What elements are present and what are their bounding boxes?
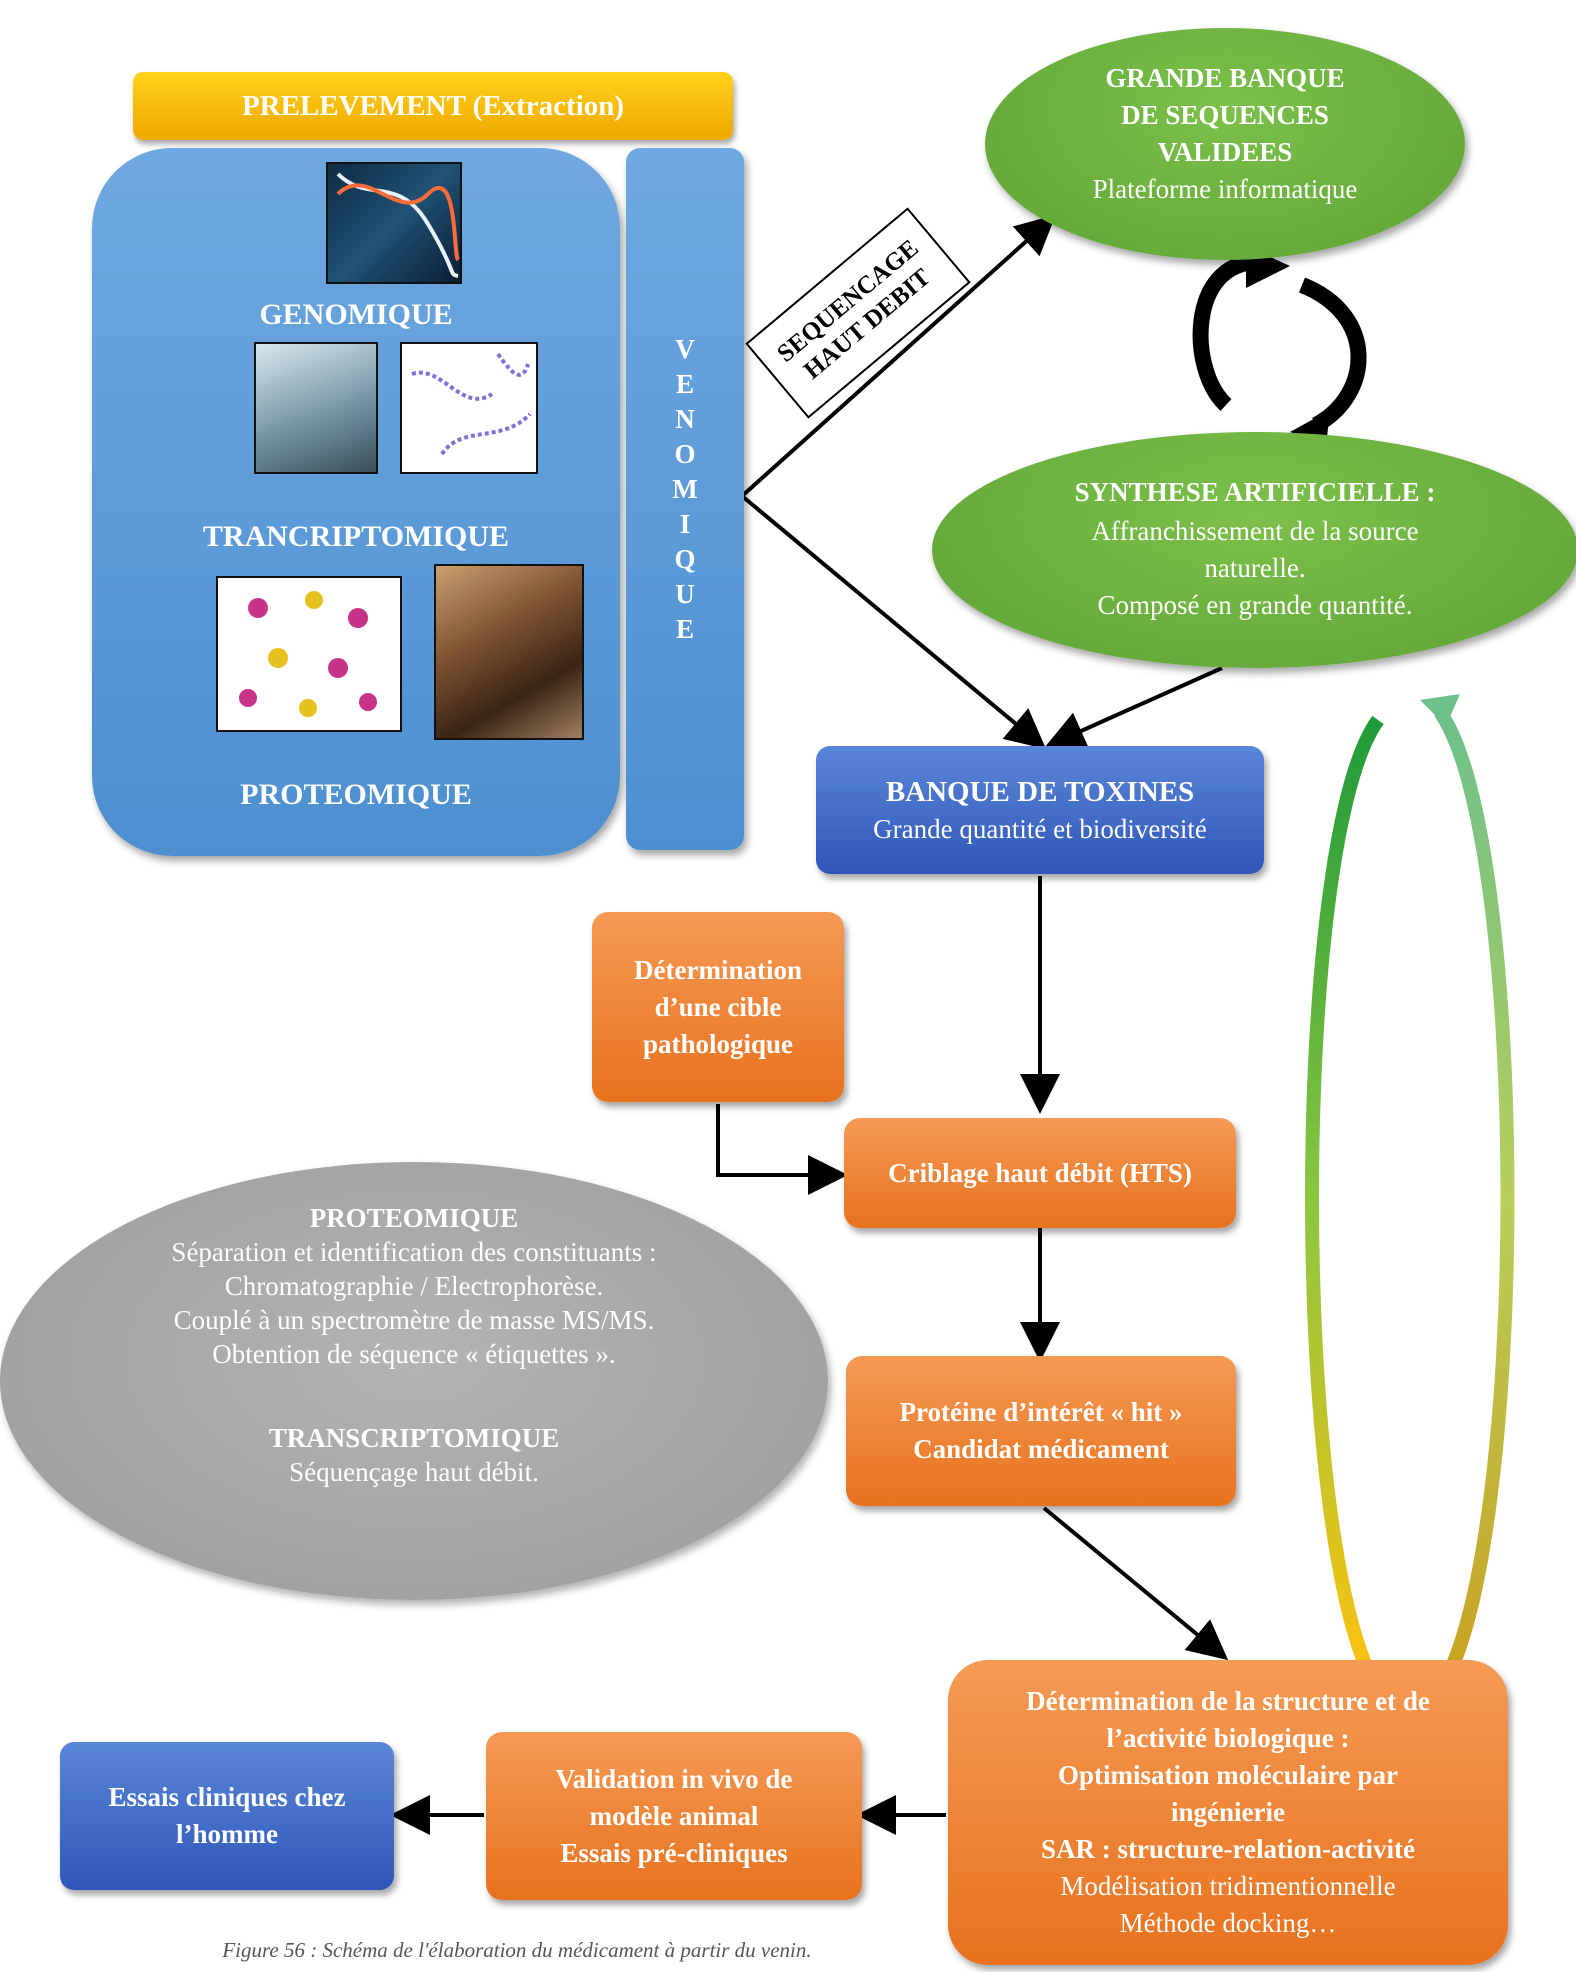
genomique-label: GENOMIQUE	[259, 298, 453, 331]
venomique-letter: O	[674, 439, 696, 469]
cible-line1: Détermination	[634, 954, 802, 985]
synthese-line3: Composé en grande quantité.	[1097, 590, 1413, 620]
gray-proteomique-title: PROTEOMIQUE	[309, 1203, 519, 1233]
grande-banque-ellipse: GRANDE BANQUE DE SEQUENCES VALIDEES Plat…	[985, 28, 1465, 260]
grande-banque-line4: Plateforme informatique	[1092, 174, 1358, 204]
cible-line2: d’une cible	[654, 991, 782, 1022]
structure-line4: ingénierie	[1171, 1797, 1285, 1827]
gray-p1: Séparation et identification des constit…	[171, 1237, 657, 1267]
validation-line2: modèle animal	[589, 1800, 759, 1831]
structure-line3: Optimisation moléculaire par	[1058, 1760, 1398, 1790]
structure-line6: Modélisation tridimentionnelle	[1060, 1871, 1396, 1901]
venomique-letter: V	[675, 334, 695, 364]
gray-p3: Couplé à un spectromètre de masse MS/MS.	[173, 1305, 655, 1335]
gray-transcriptomique-title: TRANSCRIPTOMIQUE	[268, 1423, 560, 1453]
feedback-arc-inner	[1434, 707, 1515, 1694]
arrow-to-grande-banque	[740, 214, 1056, 498]
validation-box: Validation in vivo de modèle animal Essa…	[486, 1732, 862, 1900]
proteine-line1: Protéine d’intérêt « hit »	[899, 1397, 1183, 1427]
arrow-cible-to-criblage	[716, 1104, 848, 1195]
protein-structures-icon	[239, 591, 377, 717]
cycle-arrow-right	[1298, 277, 1367, 433]
prelevement-label: PRELEVEMENT (Extraction)	[241, 89, 625, 122]
determination-cible-box: Détermination d’une cible pathologique	[592, 912, 844, 1102]
essais-cliniques-box: Essais cliniques chez l’homme	[60, 1742, 394, 1890]
gray-p4: Obtention de séquence « étiquettes ».	[212, 1339, 616, 1369]
determination-structure-box: Détermination de la structure et de l’ac…	[948, 1660, 1508, 1965]
strands-icon	[411, 352, 532, 456]
arrow-venom-to-toxines	[740, 494, 1047, 750]
synthese-line1: Affranchissement de la source	[1091, 516, 1419, 546]
proteomique-label: PROTEOMIQUE	[240, 778, 472, 811]
criblage-label: Criblage haut débit (HTS)	[888, 1157, 1192, 1188]
validation-line1: Validation in vivo de	[555, 1763, 793, 1794]
feedback-arc-outer	[1305, 715, 1384, 1694]
banque-toxines-box: BANQUE DE TOXINES Grande quantité et bio…	[816, 746, 1264, 874]
transcriptomique-label: TRANCRIPTOMIQUE	[202, 520, 510, 553]
venom-extraction-photo	[434, 564, 584, 740]
omics-panel: GENOMIQUE TRANCRIPTOMIQUE PROTEOMIQUE	[92, 148, 620, 856]
grande-banque-line3: VALIDEES	[1157, 137, 1293, 167]
venomique-letter: E	[675, 614, 694, 644]
cible-line3: pathologique	[642, 1028, 794, 1059]
dna-helix-icon	[336, 172, 460, 278]
synthese-title: SYNTHESE ARTIFICIELLE :	[1074, 477, 1436, 507]
arrow-proteine-to-structure	[1042, 1506, 1229, 1661]
venomique-letter: Q	[674, 544, 696, 574]
essais-line2: l’homme	[176, 1819, 278, 1849]
proteins-image	[216, 576, 402, 732]
banque-toxines-subtitle: Grande quantité et biodiversité	[873, 814, 1207, 844]
structure-line2: l’activité biologique :	[1106, 1723, 1350, 1753]
grande-banque-line2: DE SEQUENCES	[1121, 100, 1329, 130]
methods-gray-ellipse: PROTEOMIQUE Séparation et identification…	[0, 1162, 828, 1600]
gray-p2: Chromatographie / Electrophorèse.	[224, 1271, 604, 1301]
figure-caption: Figure 56 : Schéma de l'élaboration du m…	[222, 1938, 812, 1962]
criblage-box: Criblage haut débit (HTS)	[844, 1118, 1236, 1228]
proteine-box: Protéine d’intérêt « hit » Candidat médi…	[846, 1356, 1236, 1506]
venomique-letter: N	[675, 404, 695, 434]
prelevement-banner: PRELEVEMENT (Extraction)	[133, 72, 733, 140]
molecule-strands-image	[400, 342, 538, 474]
venomique-letter: M	[672, 474, 698, 504]
feedback-arc-inner-head	[1420, 694, 1460, 726]
grande-banque-line1: GRANDE BANQUE	[1105, 63, 1345, 93]
structure-line1: Détermination de la structure et de	[1026, 1686, 1430, 1716]
cycle-arrow-left	[1192, 254, 1259, 411]
banque-toxines-title: BANQUE DE TOXINES	[885, 776, 1195, 808]
gray-t1: Séquençage haut débit.	[289, 1457, 539, 1487]
validation-line3: Essais pré-cliniques	[560, 1837, 788, 1868]
venomique-letter: E	[675, 369, 694, 399]
dna-image	[326, 162, 462, 284]
structure-line7: Méthode docking…	[1119, 1908, 1337, 1938]
venomique-letter: U	[675, 579, 695, 609]
venomique-letter: I	[679, 509, 691, 539]
arrow-synth-to-toxines	[1044, 666, 1223, 750]
synthese-ellipse: SYNTHESE ARTIFICIELLE : Affranchissement…	[932, 432, 1576, 668]
synthese-line2: naturelle.	[1204, 553, 1306, 583]
proteine-line2: Candidat médicament	[913, 1434, 1169, 1464]
venomique-bar: V E N O M I Q U E	[626, 148, 744, 850]
essais-line1: Essais cliniques chez	[108, 1782, 346, 1812]
structure-line5: SAR : structure-relation-activité	[1041, 1834, 1415, 1864]
lab-photo	[254, 342, 378, 474]
